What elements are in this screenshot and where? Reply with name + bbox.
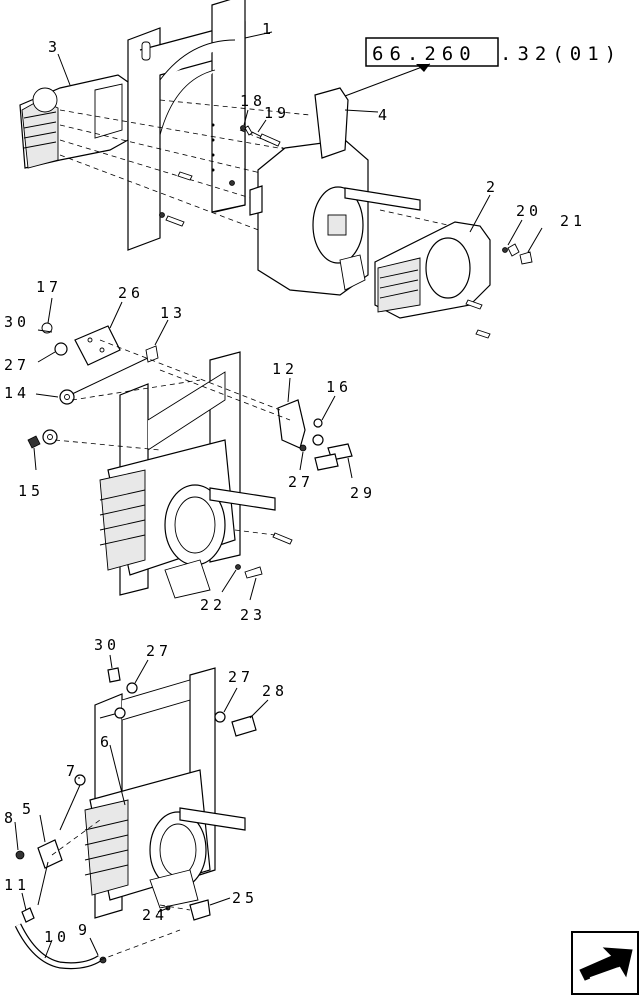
callout-22: 22 <box>200 596 226 614</box>
callout-6: 6 <box>100 733 113 751</box>
callout-16: 16 <box>326 378 352 396</box>
callout-10: 10 <box>44 928 70 946</box>
section-reference[interactable]: 66.260 .32(01) <box>344 37 622 97</box>
bottom-nuts <box>107 667 257 737</box>
callout-30-mid: 30 <box>4 313 30 331</box>
assembly-lines-mid <box>54 339 291 536</box>
callout-20: 20 <box>516 202 542 220</box>
callout-11: 11 <box>4 876 30 894</box>
callout-12: 12 <box>272 360 298 378</box>
callout-8: 8 <box>4 809 17 827</box>
callout-17: 17 <box>36 278 62 296</box>
callout-13: 13 <box>160 304 186 322</box>
callout-labels: 1 3 18 19 4 2 20 21 17 26 13 30 27 14 15… <box>4 20 586 946</box>
callout-3: 3 <box>48 38 61 56</box>
previous-page-arrow-icon[interactable] <box>571 931 639 995</box>
assembly-lines-bottom <box>51 819 191 961</box>
callout-15: 15 <box>18 482 44 500</box>
callout-28: 28 <box>262 682 288 700</box>
part-3-bracket <box>19 74 129 169</box>
top-bolts <box>159 125 533 339</box>
part-12-bracket <box>277 399 306 449</box>
callout-1: 1 <box>262 20 275 38</box>
callout-5: 5 <box>22 800 35 818</box>
callout-4: 4 <box>378 106 391 124</box>
callout-9: 9 <box>78 921 91 939</box>
bottom-assembly <box>14 654 269 970</box>
callout-27-mid: 27 <box>4 356 30 374</box>
reference-suffix-text: .32(01) <box>500 43 622 65</box>
leaders-mid <box>33 297 353 601</box>
callout-25: 25 <box>232 889 258 907</box>
callout-29: 29 <box>350 484 376 502</box>
top-assembly <box>19 0 543 339</box>
callout-14: 14 <box>4 384 30 402</box>
part-1-frame <box>127 0 246 251</box>
leaders-bottom <box>14 654 269 959</box>
callout-19: 19 <box>264 104 290 122</box>
part-26-bracket <box>74 325 121 366</box>
part-2-cover <box>374 221 491 319</box>
callout-2: 2 <box>486 178 499 196</box>
callout-23: 23 <box>240 606 266 624</box>
leaders-top <box>57 31 543 253</box>
middle-washers <box>27 322 75 449</box>
part-7-sensor <box>59 774 86 831</box>
callout-27-mid-right: 27 <box>288 473 314 491</box>
callout-27-bottom-right: 27 <box>228 668 254 686</box>
callout-18: 18 <box>240 92 266 110</box>
bottom-fittings <box>15 850 211 921</box>
callout-21: 21 <box>560 212 586 230</box>
callout-26: 26 <box>118 284 144 302</box>
reference-boxed-text[interactable]: 66.260 <box>372 43 477 65</box>
callout-27-bottom: 27 <box>146 642 172 660</box>
callout-7: 7 <box>66 762 79 780</box>
part-5-bracket <box>37 839 63 906</box>
callout-30-bottom: 30 <box>94 636 120 654</box>
middle-bolts <box>235 418 353 579</box>
part-10-hose <box>14 907 107 970</box>
bottom-frame <box>84 667 246 919</box>
part-13-rod <box>69 345 159 396</box>
middle-frame <box>99 351 276 599</box>
callout-24: 24 <box>142 906 168 924</box>
middle-assembly <box>27 297 353 601</box>
part-4-gearbox <box>249 87 421 296</box>
